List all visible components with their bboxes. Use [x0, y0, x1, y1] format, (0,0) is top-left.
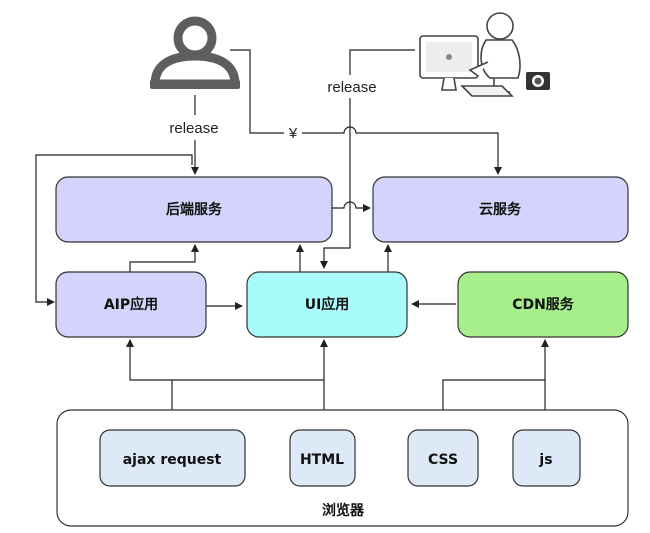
cdn-service-box: CDN服务 — [457, 271, 629, 338]
cdn-service-shape — [457, 271, 629, 338]
browser-item-ajax-shape — [99, 429, 246, 487]
designer-at-computer-icon — [419, 12, 550, 97]
aip-app-shape — [55, 271, 207, 338]
release-label-right: release — [327, 79, 376, 96]
backend-service-label: 后端服务 — [166, 201, 223, 218]
currency-label: ¥ — [288, 125, 298, 142]
edge-aip-to-backend — [129, 244, 199, 272]
backend-service-box: 后端服务 — [55, 176, 333, 243]
cdn-service-label: CDN服务 — [512, 296, 575, 313]
connectors — [35, 49, 549, 464]
browser-item-css: CSS — [407, 429, 479, 487]
edge-loop-to-aip — [35, 154, 193, 306]
browser-item-js-shape — [512, 429, 581, 487]
browser-label: 浏览器 — [322, 502, 365, 519]
browser-item-html-shape — [289, 429, 356, 487]
ui-app-shape — [246, 271, 408, 338]
edge-backend-to-cloud — [332, 201, 371, 212]
browser-item-css-label: CSS — [428, 452, 458, 468]
browser-item-css-shape — [407, 429, 479, 487]
person-icon — [150, 16, 240, 89]
edge-ajax-to-aip — [126, 339, 173, 430]
edge-designer-release — [349, 49, 415, 75]
browser-item-ajax: ajax request — [99, 429, 246, 487]
edge-developer-pay — [230, 49, 284, 134]
browser-item-js: js — [512, 429, 581, 487]
cloud-service-shape — [372, 176, 629, 243]
browser-item-js-label: js — [538, 452, 552, 468]
backend-service-shape — [55, 176, 333, 243]
browser-item-ajax-label: ajax request — [123, 452, 222, 468]
browser-item-html-label: HTML — [300, 452, 344, 468]
ui-app-label: UI应用 — [305, 296, 350, 313]
cloud-service-box: 云服务 — [372, 176, 629, 243]
aip-app-label: AIP应用 — [104, 296, 158, 313]
aip-app-box: AIP应用 — [55, 271, 207, 338]
release-label-left: release — [169, 120, 218, 137]
cloud-service-label: 云服务 — [479, 201, 522, 218]
edge-pay-to-cloud — [302, 126, 502, 175]
ui-app-box: UI应用 — [246, 271, 408, 338]
edge-release-to-ui — [320, 98, 351, 269]
browser-item-html: HTML — [289, 429, 356, 487]
